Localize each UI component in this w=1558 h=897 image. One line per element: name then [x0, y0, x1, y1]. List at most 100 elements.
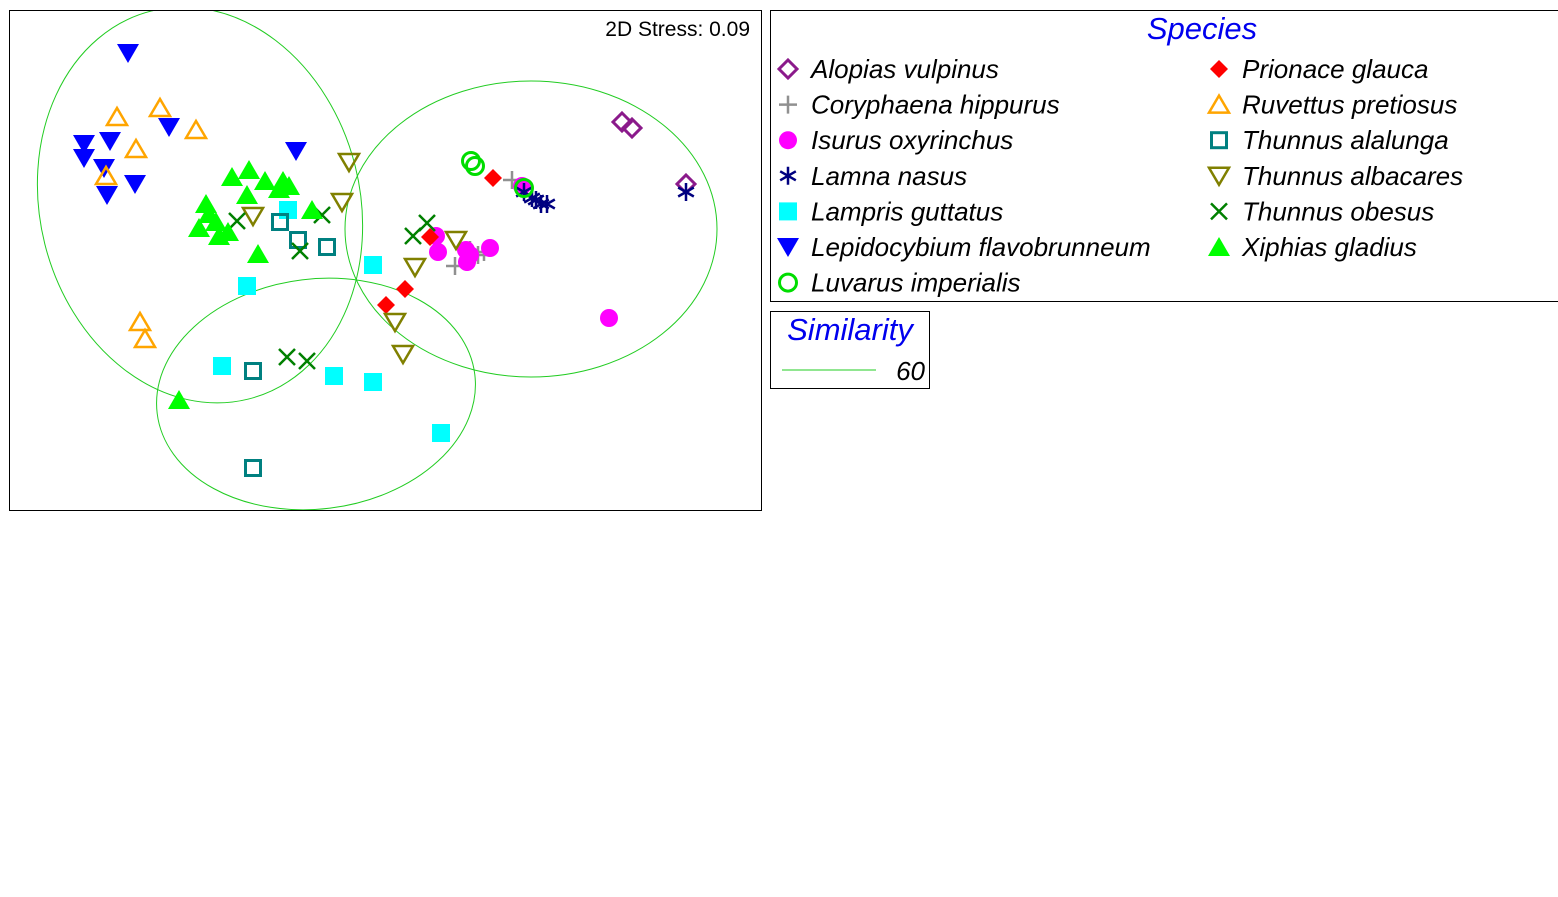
legend-marker-ruvettus-pretiosus: [1206, 93, 1232, 114]
point-lampris-guttatus-6: [364, 373, 382, 391]
similarity-contours: [36, 11, 718, 510]
point-thunnus-albacares-2: [329, 192, 355, 214]
point-lepidocybium-flavobrunneum-1: [117, 44, 139, 63]
point-ruvettus-pretiosus-1: [104, 105, 130, 127]
legend-marker-luvarus-imperialis: [778, 272, 798, 293]
point-thunnus-obesus-5: [404, 227, 422, 245]
legend-item-isurus-oxyrinchus: Isurus oxyrinchus: [779, 125, 1013, 155]
point-lamna-nasus-6: [677, 183, 695, 201]
series-lamna-nasus: [515, 183, 695, 213]
point-isurus-oxyrinchus-2: [429, 243, 447, 261]
species-legend-title: Species: [1147, 11, 1257, 46]
point-xiphias-gladius-8: [195, 194, 217, 213]
point-prionace-glauca-2: [421, 228, 439, 246]
point-lepidocybium-flavobrunneum-2: [73, 135, 95, 154]
point-xiphias-gladius-2: [221, 167, 243, 186]
legend-label-thunnus-obesus: Thunnus obesus: [1242, 196, 1434, 226]
point-lepidocybium-flavobrunneum-3: [99, 132, 121, 151]
point-ruvettus-pretiosus-6: [127, 310, 153, 332]
series-thunnus-alalunga: [244, 213, 336, 477]
similarity-value: 60: [896, 356, 925, 386]
legend-item-thunnus-albacares: Thunnus albacares: [1206, 161, 1463, 191]
point-lampris-guttatus-7: [432, 424, 450, 442]
plot-frame: [9, 10, 762, 511]
point-luvarus-imperialis-2: [465, 156, 485, 176]
point-prionace-glauca-1: [484, 169, 502, 187]
point-thunnus-albacares-1: [336, 152, 362, 174]
point-thunnus-alalunga-3: [318, 238, 336, 256]
legend-marker-lamna-nasus: [779, 166, 797, 185]
legend-label-thunnus-albacares: Thunnus albacares: [1242, 161, 1463, 191]
legend-label-ruvettus-pretiosus: Ruvettus pretiosus: [1242, 90, 1457, 120]
legend-label-xiphias-gladius: Xiphias gladius: [1241, 232, 1417, 262]
point-prionace-glauca-4: [377, 296, 395, 314]
legend-item-coryphaena-hippurus: Coryphaena hippurus: [779, 90, 1060, 120]
point-xiphias-gladius-10: [205, 212, 227, 231]
point-thunnus-alalunga-4: [244, 362, 262, 380]
legend-marker-lepidocybium-flavobrunneum: [777, 238, 799, 257]
series-lampris-guttatus: [213, 201, 450, 442]
point-ruvettus-pretiosus-5: [93, 164, 119, 186]
point-xiphias-gladius-7: [236, 185, 258, 204]
similarity-ellipse-1: [36, 11, 364, 404]
legend-marker-thunnus-alalunga: [1210, 131, 1228, 150]
legend-item-alopias-vulpinus: Alopias vulpinus: [776, 54, 999, 84]
point-ruvettus-pretiosus-3: [183, 118, 209, 140]
point-lamna-nasus-4: [538, 195, 556, 213]
legend-label-alopias-vulpinus: Alopias vulpinus: [809, 54, 999, 84]
point-lamna-nasus-5: [527, 191, 545, 209]
point-thunnus-obesus-1: [228, 212, 246, 230]
legend-label-thunnus-alalunga: Thunnus alalunga: [1242, 125, 1449, 155]
legend-item-thunnus-alalunga: Thunnus alalunga: [1210, 125, 1449, 155]
legend-label-luvarus-imperialis: Luvarus imperialis: [811, 268, 1021, 298]
point-isurus-oxyrinchus-7: [600, 309, 618, 327]
point-thunnus-albacares-5: [402, 257, 428, 279]
series-alopias-vulpinus: [610, 110, 698, 196]
series-coryphaena-hippurus: [446, 171, 521, 275]
legend-label-lepidocybium-flavobrunneum: Lepidocybium flavobrunneum: [811, 232, 1151, 262]
point-thunnus-obesus-6: [278, 348, 296, 366]
point-luvarus-imperialis-1: [461, 151, 481, 171]
legend-marker-lampris-guttatus: [779, 202, 797, 221]
legend-marker-isurus-oxyrinchus: [779, 131, 797, 150]
legend-marker-coryphaena-hippurus: [779, 95, 797, 114]
point-thunnus-alalunga-5: [244, 459, 262, 477]
data-points: [73, 44, 698, 477]
point-isurus-oxyrinchus-4: [481, 239, 499, 257]
point-xiphias-gladius-15: [168, 390, 190, 409]
legend-label-prionace-glauca: Prionace glauca: [1242, 54, 1428, 84]
point-thunnus-obesus-4: [418, 214, 436, 232]
point-lampris-guttatus-3: [238, 277, 256, 295]
similarity-ellipse-3: [156, 277, 476, 510]
series-luvarus-imperialis: [461, 151, 534, 198]
legend-label-lampris-guttatus: Lampris guttatus: [811, 196, 1003, 226]
point-xiphias-gladius-3: [254, 171, 276, 190]
legend-label-coryphaena-hippurus: Coryphaena hippurus: [811, 90, 1060, 120]
legend-item-luvarus-imperialis: Luvarus imperialis: [778, 268, 1021, 298]
point-lampris-guttatus-4: [213, 357, 231, 375]
legend-marker-thunnus-obesus: [1210, 202, 1228, 221]
series-isurus-oxyrinchus: [427, 177, 618, 327]
point-thunnus-albacares-3: [240, 206, 266, 228]
point-ruvettus-pretiosus-2: [147, 96, 173, 118]
legend-item-lampris-guttatus: Lampris guttatus: [779, 196, 1003, 226]
point-lepidocybium-flavobrunneum-5: [285, 142, 307, 161]
series-lepidocybium-flavobrunneum: [73, 44, 307, 205]
point-lepidocybium-flavobrunneum-4: [158, 118, 180, 137]
point-xiphias-gladius-16: [301, 200, 323, 219]
point-lepidocybium-flavobrunneum-6: [73, 149, 95, 168]
series-thunnus-albacares: [240, 152, 469, 366]
stress-label: 2D Stress: 0.09: [605, 18, 750, 41]
legend-marker-prionace-glauca: [1210, 60, 1228, 78]
point-prionace-glauca-3: [396, 280, 414, 298]
point-thunnus-albacares-6: [382, 312, 408, 334]
point-ruvettus-pretiosus-7: [132, 327, 158, 349]
point-lampris-guttatus-5: [325, 367, 343, 385]
species-legend-frame: [770, 10, 1558, 302]
similarity-legend-title: Similarity: [787, 312, 915, 347]
point-xiphias-gladius-6: [268, 179, 290, 198]
legend-item-ruvettus-pretiosus: Ruvettus pretiosus: [1206, 90, 1457, 120]
point-lepidocybium-flavobrunneum-9: [96, 186, 118, 205]
series-xiphias-gladius: [168, 160, 323, 409]
